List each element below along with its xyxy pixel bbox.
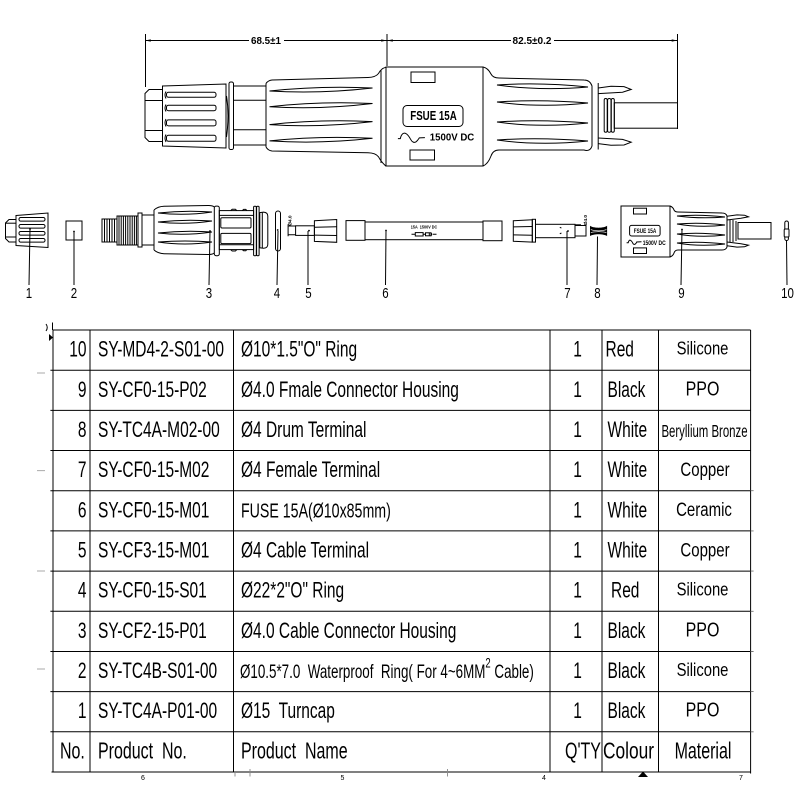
- svg-text:Ø22*2"O" Ring: Ø22*2"O" Ring: [241, 579, 344, 603]
- svg-text:15A 1500V DC: 15A 1500V DC: [411, 225, 438, 231]
- svg-text:White: White: [608, 499, 648, 523]
- svg-text:Red: Red: [611, 579, 639, 603]
- svg-text:SY-MD4-2-S01-00: SY-MD4-2-S01-00: [98, 338, 224, 362]
- svg-text:Beryllium Bronze: Beryllium Bronze: [661, 423, 747, 442]
- svg-text:Ø4 Female Terminal: Ø4 Female Terminal: [241, 458, 380, 482]
- svg-text:1: 1: [573, 700, 582, 724]
- svg-text:4: 4: [542, 775, 546, 782]
- svg-text:1: 1: [573, 539, 582, 563]
- svg-text:FUSE 15A(Ø10x85mm): FUSE 15A(Ø10x85mm): [241, 499, 391, 522]
- svg-text:Q'TY: Q'TY: [565, 739, 601, 764]
- svg-text:Ø4.0: Ø4.0: [583, 215, 589, 226]
- svg-text:1: 1: [573, 579, 582, 603]
- svg-text:3: 3: [206, 285, 212, 302]
- svg-text:Black: Black: [608, 659, 646, 683]
- svg-text:FSUE 15A: FSUE 15A: [634, 228, 657, 235]
- svg-text:Red: Red: [606, 338, 634, 362]
- svg-text:Silicone: Silicone: [677, 659, 729, 680]
- svg-text:SY-TC4B-S01-00: SY-TC4B-S01-00: [98, 659, 217, 683]
- svg-text:5: 5: [78, 539, 87, 563]
- svg-text:4: 4: [274, 285, 281, 302]
- svg-text:7: 7: [78, 458, 87, 482]
- svg-text:SY-TC4A-P01-00: SY-TC4A-P01-00: [98, 700, 217, 724]
- svg-text:6: 6: [78, 499, 87, 523]
- svg-text:6: 6: [141, 775, 145, 782]
- svg-text:1: 1: [573, 499, 582, 523]
- svg-text:Ø4.0 Fmale Connector Housing: Ø4.0 Fmale Connector Housing: [241, 378, 459, 402]
- svg-text:Ø10*1.5"O" Ring: Ø10*1.5"O" Ring: [241, 338, 357, 362]
- svg-text:8: 8: [78, 418, 87, 442]
- svg-text:1: 1: [573, 619, 582, 643]
- svg-text:1: 1: [78, 700, 87, 724]
- svg-text:White: White: [608, 458, 648, 482]
- svg-text:5: 5: [305, 285, 311, 302]
- svg-text:FSUE 15A: FSUE 15A: [410, 108, 457, 123]
- svg-text:PPO: PPO: [686, 376, 720, 399]
- svg-text:Silicone: Silicone: [677, 579, 729, 600]
- svg-text:Ø15 Turncap: Ø15 Turncap: [241, 700, 335, 724]
- svg-text:Ceramic: Ceramic: [676, 498, 732, 520]
- svg-text:1: 1: [26, 285, 32, 302]
- svg-text:4: 4: [78, 579, 87, 603]
- svg-text:Ø4 Cable Terminal: Ø4 Cable Terminal: [241, 539, 369, 563]
- svg-text:Black: Black: [608, 619, 646, 643]
- svg-text:Product Name: Product Name: [241, 739, 348, 764]
- svg-text:1: 1: [573, 378, 582, 402]
- svg-text:SY-CF3-15-M01: SY-CF3-15-M01: [98, 539, 209, 563]
- svg-text:White: White: [608, 418, 648, 442]
- svg-text:7: 7: [739, 775, 743, 782]
- svg-text:7: 7: [564, 285, 570, 302]
- svg-text:Copper: Copper: [680, 458, 729, 480]
- svg-text:Black: Black: [608, 378, 646, 402]
- svg-text:Material: Material: [675, 739, 732, 764]
- svg-text:Black: Black: [608, 700, 646, 724]
- svg-text:PPO: PPO: [686, 617, 720, 640]
- svg-text:2: 2: [78, 659, 87, 683]
- svg-text:No.: No.: [60, 739, 85, 764]
- svg-text:SY-CF0-15-P02: SY-CF0-15-P02: [98, 378, 207, 402]
- svg-text:9: 9: [78, 378, 87, 402]
- svg-text:White: White: [608, 539, 648, 563]
- svg-text:Ø4 Drum Terminal: Ø4 Drum Terminal: [241, 418, 366, 442]
- svg-text:1500V DC: 1500V DC: [430, 133, 475, 144]
- svg-text:8: 8: [594, 285, 600, 302]
- svg-text:1500V DC: 1500V DC: [643, 240, 666, 247]
- svg-text:SY-CF0-15-S01: SY-CF0-15-S01: [98, 579, 207, 603]
- svg-text:10: 10: [69, 338, 86, 362]
- svg-text:1: 1: [573, 659, 582, 683]
- svg-text:Silicone: Silicone: [677, 338, 729, 359]
- svg-text:Copper: Copper: [680, 538, 729, 560]
- svg-text:1: 1: [573, 338, 582, 362]
- svg-text:5: 5: [341, 775, 345, 782]
- svg-text:PPO: PPO: [686, 698, 720, 721]
- svg-text:Ø4.0: Ø4.0: [287, 215, 293, 226]
- svg-text:6: 6: [382, 285, 388, 302]
- svg-text:68.5±1: 68.5±1: [251, 36, 281, 47]
- svg-text:Product No.: Product No.: [98, 739, 187, 764]
- svg-text:Ø10.5*7.0 Waterproof Ring( F: Ø10.5*7.0 Waterproof Ring( For 4~6MM2 Ca…: [240, 655, 534, 683]
- svg-text:SY-CF0-15-M01: SY-CF0-15-M01: [98, 499, 209, 523]
- svg-text:Colour: Colour: [603, 739, 654, 764]
- svg-text:SY-TC4A-M02-00: SY-TC4A-M02-00: [98, 418, 220, 442]
- svg-text:2: 2: [71, 285, 77, 302]
- svg-text:1: 1: [573, 418, 582, 442]
- svg-text:3: 3: [78, 619, 87, 643]
- svg-text:SY-CF2-15-P01: SY-CF2-15-P01: [98, 619, 207, 643]
- svg-text:SY-CF0-15-M02: SY-CF0-15-M02: [98, 458, 209, 482]
- svg-text:Ø4.0 Cable Connector Housing: Ø4.0 Cable Connector Housing: [241, 619, 456, 643]
- svg-text:82.5±0.2: 82.5±0.2: [513, 36, 552, 47]
- svg-text:1: 1: [573, 458, 582, 482]
- svg-text:10: 10: [781, 285, 794, 302]
- svg-text:9: 9: [678, 285, 684, 302]
